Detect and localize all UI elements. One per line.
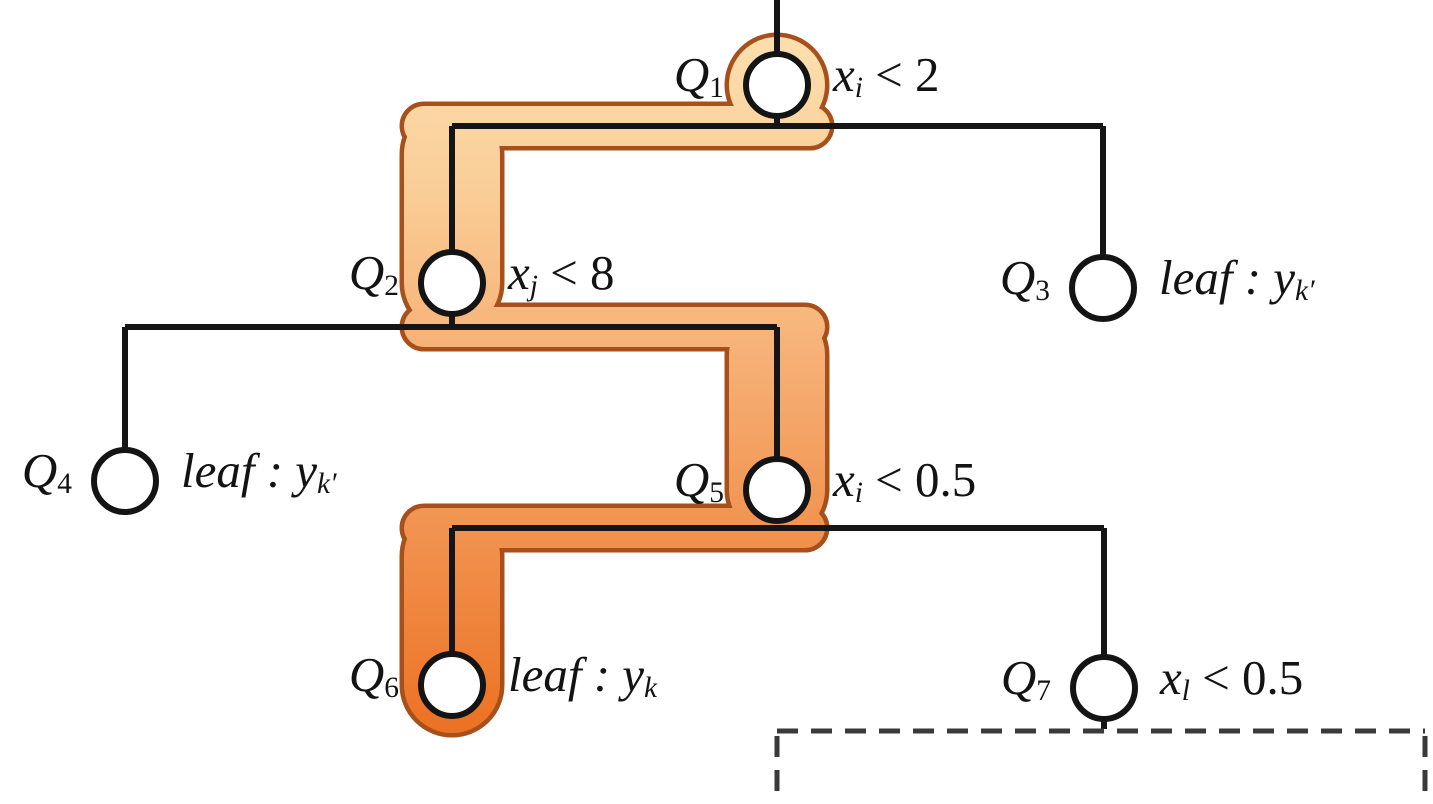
- dashed-subtree-box: [774, 728, 1428, 804]
- node-circle-q6: [418, 651, 486, 719]
- node-circle-q3: [1069, 254, 1137, 322]
- node-circle-q2: [418, 249, 486, 317]
- node-id-label-q2: Q2: [348, 245, 399, 303]
- node-condition-label-q5: xi < 0.5: [833, 452, 977, 510]
- node-circle-q1: [743, 51, 811, 119]
- node-id-label-q7: Q7: [1000, 650, 1051, 708]
- node-id-label-q6: Q6: [348, 647, 399, 705]
- node-id-label-q3: Q3: [999, 250, 1050, 308]
- node-condition-label-q6: leaf : yk: [508, 647, 658, 705]
- node-condition-label-q1: xi < 2: [833, 47, 940, 105]
- node-id-label-q5: Q5: [673, 452, 724, 510]
- node-circle-q7: [1070, 654, 1138, 722]
- node-condition-label-q3: leaf : yk′: [1159, 250, 1315, 308]
- node-condition-label-q4: leaf : yk′: [181, 443, 337, 501]
- node-id-label-q1: Q1: [673, 47, 724, 105]
- node-id-label-q4: Q4: [21, 443, 72, 501]
- node-condition-label-q7: xl < 0.5: [1160, 650, 1304, 708]
- highlight-path-band: [404, 37, 830, 733]
- node-circle-q5: [743, 456, 811, 524]
- node-condition-label-q2: xj < 8: [508, 245, 615, 303]
- node-circle-q4: [91, 447, 159, 515]
